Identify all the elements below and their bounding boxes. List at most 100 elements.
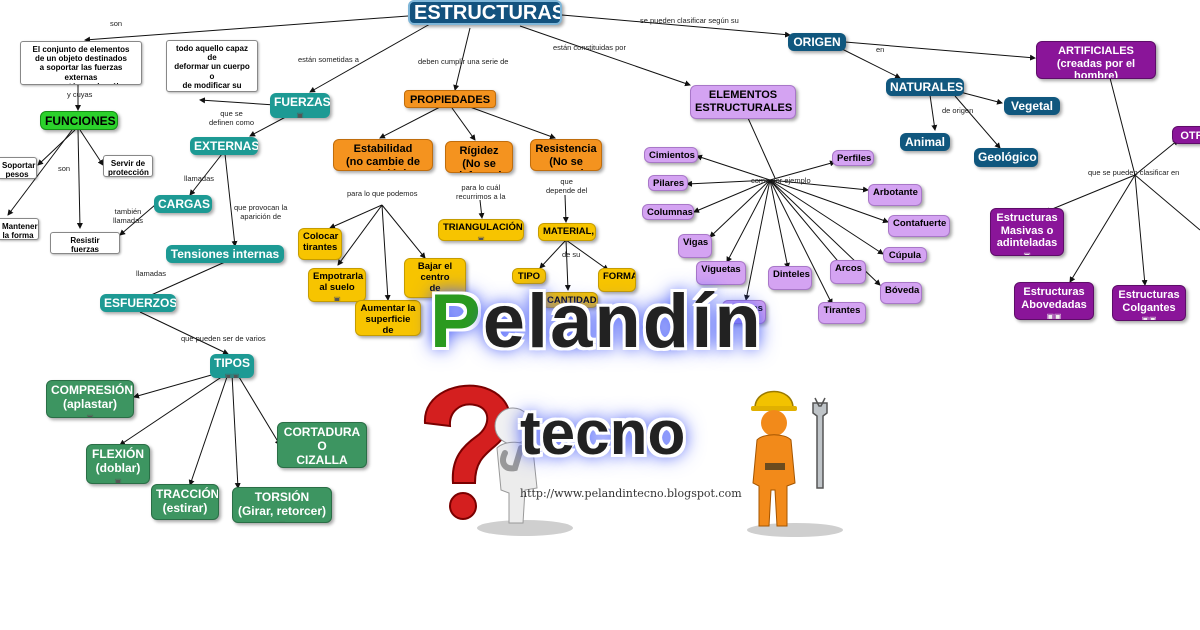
fuerza-definition-box[interactable]: todo aquello capaz de deformar un cuerpo… (166, 40, 258, 92)
compresion-node[interactable]: COMPRESIÓN (aplastar)▣ (46, 380, 134, 418)
label-en: en (876, 45, 885, 54)
label-llamadas-2: llamadas (136, 269, 167, 278)
flexion-node[interactable]: FLEXIÓN (doblar)▣ (86, 444, 150, 484)
material-node[interactable]: MATERIAL, (538, 223, 596, 241)
estructuras-node[interactable]: ESTRUCTURAS▣▣▣ (408, 0, 562, 25)
pilares-node[interactable]: Pilares (648, 175, 688, 191)
tipos-label: TIPOS (214, 356, 251, 370)
masivas-node[interactable]: Estructuras Masivas o adinteladas▣ (990, 208, 1064, 256)
cupula-node[interactable]: Cúpula (883, 247, 927, 263)
image-icon: ▣ (86, 412, 94, 418)
bajar-gravedad-node[interactable]: Bajar el centro de gravedad▣ (404, 258, 466, 298)
funciones-node[interactable]: FUNCIONES (40, 111, 118, 130)
label-deben-cumplir: deben cumplir una serie de (418, 57, 509, 66)
image-icon: ▣ (1023, 250, 1031, 256)
arcos-label: Arcos (835, 263, 862, 274)
forma-node[interactable]: FORMA (598, 268, 636, 292)
animal-node[interactable]: Animal (900, 133, 950, 151)
label-que-provocan: que provocan la aparición de (234, 203, 288, 221)
triangulacion-node[interactable]: TRIANGULACIÓN▣ (438, 219, 524, 241)
abovedadas-node[interactable]: Estructuras Abovedadas▣▣ (1014, 282, 1094, 320)
mantener-forma-node[interactable]: Mantener la forma (0, 218, 39, 240)
attachment-icons: ▣▣ (224, 371, 240, 378)
zapatas-node[interactable]: Zapatas (722, 300, 766, 324)
rigidez-node[interactable]: Rígidez (No se deforme) (445, 141, 513, 173)
label-para-lo-que: para lo que podemos (347, 189, 418, 198)
traccion-node[interactable]: TRACCIÓN (estirar)▣ (151, 484, 219, 520)
contafuerte-node[interactable]: Contafuerte (888, 215, 950, 237)
boveda-label: Bóveda (885, 285, 920, 296)
estabilidad-node[interactable]: Estabilidad (no cambie de posición) (333, 139, 433, 171)
wrench-icon (812, 397, 828, 489)
colocar-tirantes-node[interactable]: Colocar tirantes (298, 228, 342, 260)
definition-box[interactable]: El conjunto de elementos de un objeto de… (20, 41, 142, 85)
brand-subtitle: tecno (520, 399, 686, 468)
geologico-node[interactable]: Geológico (974, 148, 1038, 167)
resistencia-node[interactable]: Resistencia (No se rompa) (530, 139, 602, 171)
label-para-lo-cual: para lo cuál recurrimos a la (456, 183, 506, 201)
aumentar-base-node[interactable]: Aumentar la superficie de la base (355, 300, 421, 336)
dinteles-label: Dinteles (773, 269, 810, 280)
esfuerzos-node[interactable]: ESFUERZOS (100, 294, 176, 312)
tipo-node[interactable]: TIPO (512, 268, 546, 284)
dinteles-node[interactable]: Dinteles (768, 266, 812, 290)
brand-title-p: P (430, 279, 483, 364)
vigas-node[interactable]: Vigas (678, 234, 712, 258)
viguetas-node[interactable]: Viguetas (696, 261, 746, 285)
viguetas-label: Viguetas (701, 264, 741, 275)
image-icon: ▣ (114, 476, 122, 484)
empotrarla-label: Empotrarla al suelo (313, 271, 364, 293)
image-icon: ▣▣ (1141, 315, 1157, 321)
empotrarla-node[interactable]: Empotrarla al suelo▣ (308, 268, 366, 302)
flexion-label: FLEXIÓN (doblar) (91, 447, 144, 475)
arcos-node[interactable]: Arcos (830, 260, 866, 284)
label-como-por-ejemplo: como por ejemplo (751, 176, 811, 185)
contafuerte-label: Contafuerte (893, 218, 947, 229)
label-estan-constituidas: están constituidas por (553, 43, 626, 52)
artificiales-node[interactable]: ARTIFICIALES (creadas por el hombre)▣▣▣▣ (1036, 41, 1156, 79)
label-de-su: de su (562, 250, 581, 259)
tensiones-internas-node[interactable]: Tensiones internas (166, 245, 284, 263)
triangulacion-label: TRIANGULACIÓN (443, 222, 523, 233)
cimientos-node[interactable]: Cimientos (644, 147, 698, 163)
servir-proteccion-node[interactable]: Servir de protección (103, 155, 153, 177)
forma-label: FORMA (603, 271, 636, 282)
cantidad-node[interactable]: CANTIDAD (542, 292, 598, 308)
propiedades-node[interactable]: PROPIEDADES (404, 90, 496, 108)
perfiles-node[interactable]: Perfiles (832, 150, 874, 166)
arbotante-node[interactable]: Arbotante (868, 184, 922, 206)
torsion-label: TORSIÓN (Girar, retorcer) (237, 490, 327, 518)
torsion-node[interactable]: TORSIÓN (Girar, retorcer) ▣ (232, 487, 332, 523)
thinking-figure-icon (477, 407, 573, 536)
naturales-node[interactable]: NATURALES (886, 78, 964, 96)
elementos-estructurales-node[interactable]: ELEMENTOS ESTRUCTURALES (690, 85, 796, 119)
label-que-pueden-ser: que pueden ser de varios (181, 334, 266, 343)
externas-node[interactable]: EXTERNAS (190, 137, 258, 155)
vegetal-node[interactable]: Vegetal (1004, 97, 1060, 115)
label-tambien-llamadas: también llamadas (113, 207, 144, 225)
question-mark-icon (423, 384, 511, 520)
cargas-node[interactable]: CARGAS (154, 195, 212, 213)
label-llamadas: llamadas (184, 174, 215, 183)
colgantes-node[interactable]: Estructuras Colgantes▣▣ (1112, 285, 1186, 321)
fuerzas-node[interactable]: FUERZAS▣ (270, 93, 330, 118)
otros-node[interactable]: OTR (1172, 126, 1200, 144)
brand-url[interactable]: http://www.pelandintecno.blogspot.com (520, 487, 742, 500)
cortadura-node[interactable]: CORTADURA O CIZALLA (cortar) (277, 422, 367, 468)
resistir-fuerzas-node[interactable]: Resistir fuerzas externas (50, 232, 120, 254)
tirantes-node[interactable]: Tirantes (818, 302, 866, 324)
boveda-node[interactable]: Bóveda (880, 282, 922, 304)
tipos-node[interactable]: TIPOS▣▣ (210, 354, 254, 378)
label-se-pueden-clasificar: se pueden clasificar según su (640, 16, 739, 25)
image-icon: ▣ (237, 520, 327, 522)
traccion-label: TRACCIÓN (estirar) (156, 487, 219, 515)
label-estan-sometidas: están sometidas a (298, 55, 359, 64)
abovedadas-label: Estructuras Abovedadas (1021, 286, 1087, 311)
label-que-se-definen: que se definen como (209, 109, 255, 127)
vigas-label: Vigas (683, 237, 709, 248)
origen-node[interactable]: ORIGEN (788, 33, 846, 51)
soportar-pesos-node[interactable]: Soportar pesos (0, 157, 37, 179)
construction-worker-figure (747, 390, 843, 537)
label-son-2: son (58, 164, 71, 173)
columnas-node[interactable]: Columnas (642, 204, 694, 220)
